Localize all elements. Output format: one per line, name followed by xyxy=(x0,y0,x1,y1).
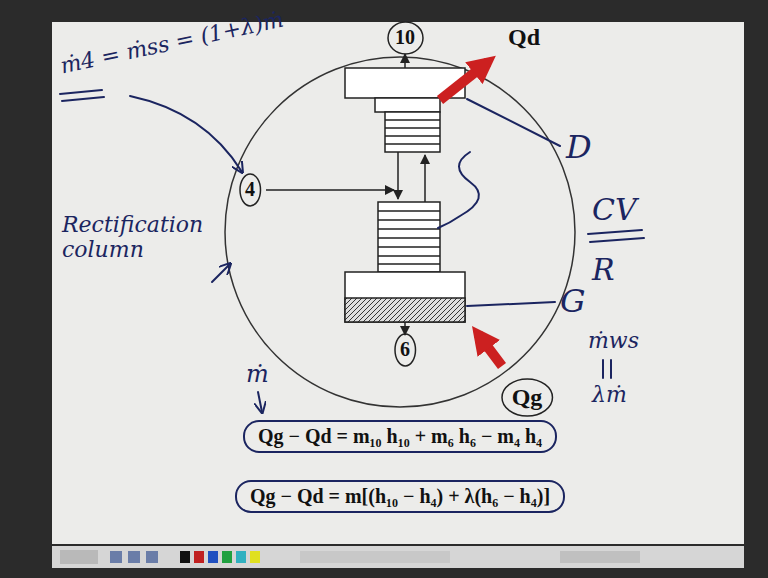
node-text: 4 xyxy=(245,178,255,201)
toolbar-swatch xyxy=(222,551,232,563)
toolbar-bar xyxy=(52,546,744,568)
heat-in-arrow xyxy=(478,334,502,366)
node-text: Qg xyxy=(512,384,543,411)
node-text: 10 xyxy=(395,26,415,49)
pointer-arrow xyxy=(258,392,262,412)
part-letter: D xyxy=(566,128,592,166)
vapour-line xyxy=(424,155,426,202)
generator-solution xyxy=(345,298,465,322)
tray-lines xyxy=(385,120,440,144)
mass-flow-note: ṁ xyxy=(246,360,269,388)
leader-line xyxy=(467,302,555,306)
node-text: Qg − Qd = m[(h₁₀ − h₄) + λ(h₆ − h₄)] xyxy=(250,485,550,508)
squiggle xyxy=(438,152,479,228)
toolbar-icon xyxy=(110,551,122,563)
control-volume xyxy=(225,57,575,407)
energy-equation: Qg − Qd = m₁₀ h₁₀ + m₆ h₆ − m₄ h₄ xyxy=(243,420,557,453)
mass-flow-note: ṁws xyxy=(588,328,639,353)
feed-line xyxy=(266,189,394,191)
stripper-trays xyxy=(378,202,440,272)
pointer-arrow xyxy=(130,96,242,172)
toolbar-swatch xyxy=(180,551,190,563)
circle-outline-shape xyxy=(240,174,261,206)
toolbar-icon xyxy=(128,551,140,563)
part-note: Rectification column xyxy=(62,212,222,262)
circle-outline-shape xyxy=(395,334,416,366)
rectifier-trays xyxy=(385,112,440,152)
pointer-arrow xyxy=(212,264,230,282)
node-text: Qg − Qd = m₁₀ h₁₀ + m₆ h₆ − m₄ h₄ xyxy=(258,425,542,448)
stream-number: 6 xyxy=(394,333,417,367)
toolbar xyxy=(52,546,744,568)
toolbar-button xyxy=(60,550,98,564)
flow-lines xyxy=(266,54,425,335)
double-underline xyxy=(60,90,104,101)
equals-sign xyxy=(603,360,611,378)
toolbar-swatch xyxy=(208,551,218,563)
slide-ground xyxy=(52,22,744,544)
toolbar-icon xyxy=(146,551,158,563)
toolbar-swatch xyxy=(194,551,204,563)
part-letter: G xyxy=(560,282,586,320)
toolbar-swatch xyxy=(236,551,246,563)
toolbar-clock xyxy=(560,551,640,563)
column-apparatus xyxy=(345,68,465,322)
circle-outline-shape xyxy=(502,379,552,416)
node-text: 6 xyxy=(400,338,410,361)
toolbar-icons xyxy=(300,551,450,563)
leader-line xyxy=(467,99,560,146)
stream-number: 4 xyxy=(239,173,262,207)
heat-input-label: Qg xyxy=(501,378,553,417)
weak-solution-outlet xyxy=(404,322,406,335)
toolbar-swatch xyxy=(250,551,260,563)
heat-out-arrow xyxy=(440,62,488,100)
stream-number: 10 xyxy=(387,21,424,55)
tray-lines xyxy=(378,211,440,264)
energy-equation: Qg − Qd = m[(h₁₀ − h₄) + λ(h₆ − h₄)] xyxy=(235,480,565,513)
part-letter: R xyxy=(592,252,615,287)
double-underline xyxy=(588,230,644,242)
heat-output-label: Qd xyxy=(508,24,540,51)
circle-outline-shape xyxy=(388,22,423,54)
vapour-outlet xyxy=(404,54,406,68)
part-letter: CV xyxy=(592,192,637,227)
annotations xyxy=(60,90,644,412)
generator-body xyxy=(345,272,465,322)
mass-flow-note: λṁ xyxy=(592,382,627,407)
reflux-line xyxy=(397,152,399,199)
dephlegmator-neck xyxy=(375,98,440,112)
